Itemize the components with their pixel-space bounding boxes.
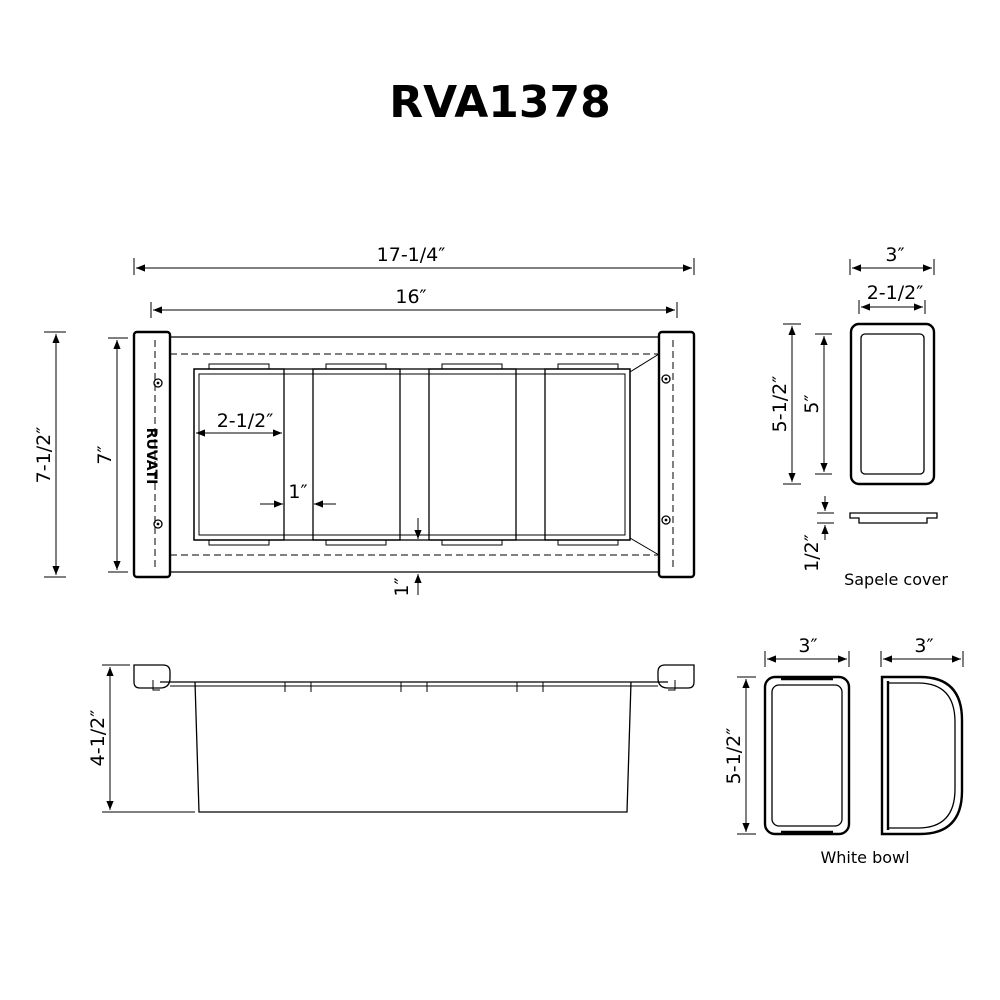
screw-icon xyxy=(661,515,671,525)
bowl-width-label: 3″ xyxy=(798,635,817,657)
page-title: RVA1378 xyxy=(389,77,610,128)
compartment-tabs xyxy=(208,363,619,546)
sapele-cover-view: 3″ 2-1/2″ 5-1/2″ 5″ 1/2″ Sapele cover xyxy=(769,244,948,589)
cover-thickness-label: 1/2″ xyxy=(801,534,823,572)
compartment xyxy=(544,368,631,541)
sapele-cover-caption: Sapele cover xyxy=(844,570,948,589)
top-view: 17-1/4″ 16″ 7-1/2″ 7″ RUVATI xyxy=(33,244,696,597)
side-view: 4-1/2″ xyxy=(87,664,695,813)
tray-body-profile xyxy=(194,681,632,813)
white-bowl-caption: White bowl xyxy=(820,848,909,867)
white-bowl-view: 3″ 3″ 5-1/2″ White bowl xyxy=(723,635,964,867)
brand-logo: RUVATI xyxy=(143,428,159,485)
bowl-inner-outline xyxy=(771,684,843,827)
compartment xyxy=(428,368,517,541)
left-cap-profile xyxy=(133,664,171,689)
depth-label: 4-1/2″ xyxy=(87,710,109,767)
right-end-cap xyxy=(657,330,696,579)
left-end-cap xyxy=(132,330,172,579)
cover-side-profile xyxy=(849,512,938,524)
screw-icon xyxy=(153,519,163,529)
right-cap-profile xyxy=(657,664,695,689)
tray-inner-outline xyxy=(198,373,626,536)
cover-inner-width-label: 2-1/2″ xyxy=(867,282,924,304)
bowl-length-label: 5-1/2″ xyxy=(723,728,745,785)
overall-length-label: 17-1/4″ xyxy=(377,244,446,266)
compartment xyxy=(312,368,401,541)
bowl-side-profile xyxy=(880,675,964,836)
cover-outer-length-label: 5-1/2″ xyxy=(769,376,791,433)
screw-icon xyxy=(661,374,671,384)
cover-inner-length-label: 5″ xyxy=(801,394,823,413)
bowl-side-inner-profile xyxy=(887,682,956,829)
divider-width-label: 1″ xyxy=(288,481,307,503)
bowl-outer-outline xyxy=(763,675,851,836)
cover-outer-width-label: 3″ xyxy=(885,244,904,266)
cover-outer-outline xyxy=(849,322,936,486)
compartment xyxy=(193,368,285,541)
hanger-tabs xyxy=(152,680,676,692)
inner-width-label: 7″ xyxy=(94,445,116,464)
bowl-side-width-label: 3″ xyxy=(914,635,933,657)
tray-chamfer-lines xyxy=(629,353,660,556)
inner-length-label: 16″ xyxy=(395,286,426,308)
cover-inner-outline xyxy=(860,333,925,475)
compartment-width-label: 2-1/2″ xyxy=(217,410,274,432)
tray-outline xyxy=(193,368,631,541)
rim-height-label: 1″ xyxy=(391,577,413,596)
overall-width-label: 7-1/2″ xyxy=(33,427,55,484)
screw-icon xyxy=(153,378,163,388)
